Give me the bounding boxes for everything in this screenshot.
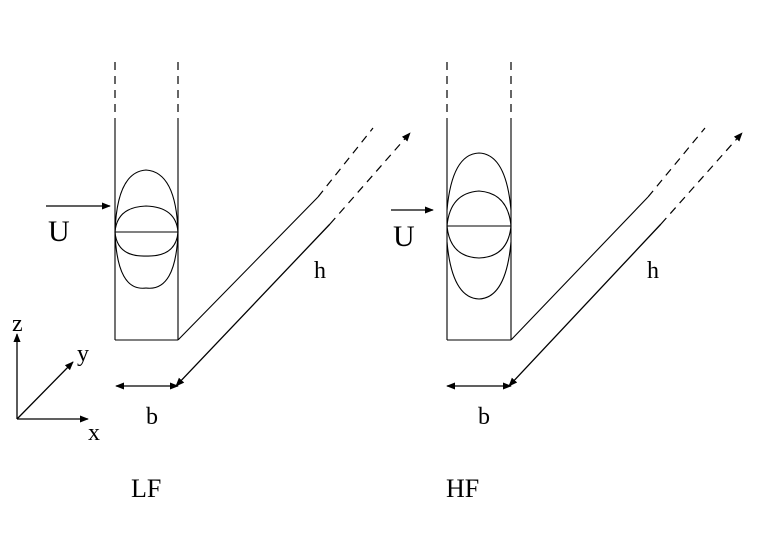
lf-velocity-label: U (48, 215, 70, 248)
hf-width-label: b (478, 404, 490, 430)
hf-panel: U h b HF (391, 62, 743, 503)
hf-height-arrow-dashed (660, 132, 743, 225)
x-axis-label: x (88, 420, 100, 446)
hf-velocity-profiles (446, 152, 512, 300)
lf-velocity-profiles (114, 169, 179, 289)
hf-height-arrow (508, 223, 662, 387)
y-axis (16, 361, 74, 420)
lf-width-label: b (146, 404, 158, 430)
lf-channel (114, 62, 374, 341)
lf-height-arrow (175, 223, 331, 387)
lf-height-label: h (314, 258, 326, 284)
coordinate-axes: z y x (12, 311, 100, 446)
lf-case-label: LF (131, 474, 161, 503)
hf-velocity-label: U (393, 220, 415, 253)
lf-height-arrow-dashed (329, 132, 411, 225)
lf-panel: U h b LF (46, 62, 411, 503)
hf-case-label: HF (446, 474, 479, 503)
y-axis-label: y (77, 341, 89, 367)
hf-height-label: h (647, 258, 659, 284)
z-axis-label: z (12, 311, 23, 337)
